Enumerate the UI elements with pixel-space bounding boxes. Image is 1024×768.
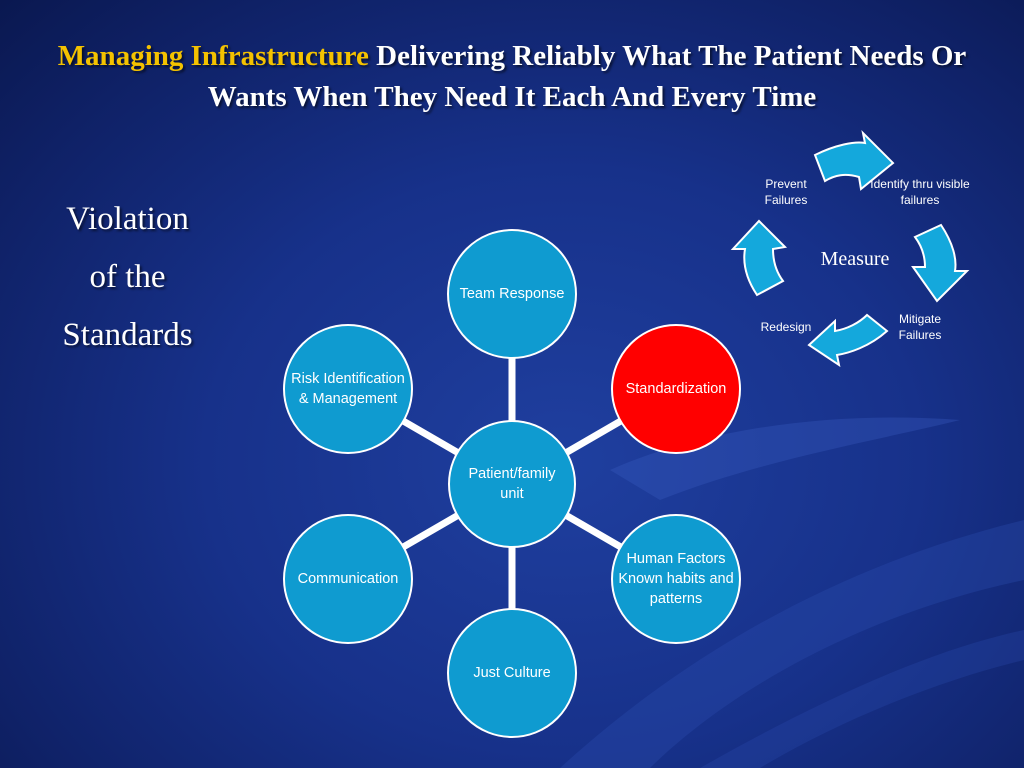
cycle-arrow-bottom [807,313,889,368]
node-human-factors [611,514,741,644]
node-team-response [447,229,577,359]
node-communication [283,514,413,644]
hub-center-label: Patient/family unit [468,466,556,502]
node-risk-identification-label: Risk Identification & Management [291,371,405,407]
node-standardization [611,324,741,454]
cycle-step-redesign: Redesign [760,320,812,334]
cycle-center-label: Measure [820,248,890,270]
node-just-culture [447,608,577,738]
title-accent: Managing Infrastructure [57,40,369,72]
node-communication-label: Communication [297,571,399,587]
cycle-step-prevent: Prevent Failures [764,177,808,207]
node-just-culture-label: Just Culture [473,665,551,681]
node-human-factors-label: Human Factors Known habits and patterns [618,551,734,607]
cycle-arrow-top [813,129,895,191]
violation-text: Violation of the Standards [40,190,215,364]
node-risk-identification [283,324,413,454]
cycle-arrow-right [911,223,970,303]
title-main: Delivering Reliably What The Patient Nee… [207,40,967,113]
hub-center [448,420,576,548]
node-standardization-label: Standardization [625,381,727,397]
violation-line-3: Standards [62,317,193,353]
cycle-step-mitigate: Mitigate Failures [898,312,942,342]
slide-title: Managing Infrastructure Delivering Relia… [40,36,984,118]
violation-line-2: of the [89,259,166,295]
violation-line-1: Violation [66,201,189,237]
cycle-arrow-left [730,219,788,297]
cycle-step-identify: Identify thru visible failures [870,177,970,207]
cycle-diagram [730,129,970,368]
node-team-response-label: Team Response [459,286,565,302]
